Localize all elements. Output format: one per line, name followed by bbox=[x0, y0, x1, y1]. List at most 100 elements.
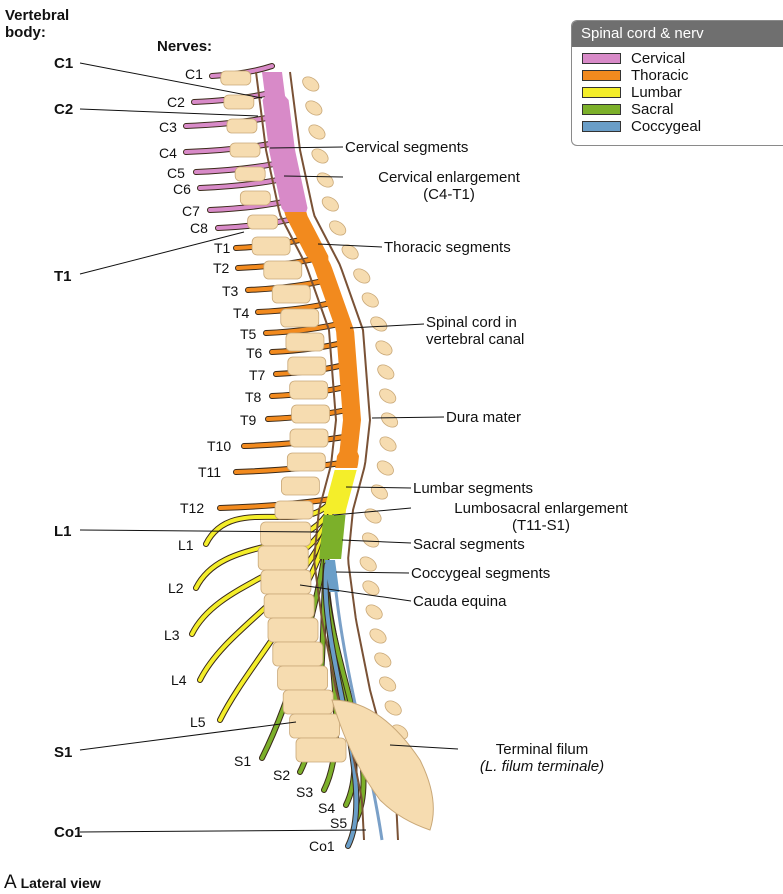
callout-cauda-equina: Cauda equina bbox=[413, 593, 507, 610]
lumbosacral-enlargement-label: Lumbosacral enlargement bbox=[454, 500, 628, 517]
legend-swatch-cervical bbox=[582, 52, 621, 64]
callout-spinal-cord: Spinal cord in vertebral canal bbox=[426, 314, 524, 348]
vertebral-label-c1: C1 bbox=[54, 55, 74, 72]
spinous-process-shape bbox=[384, 700, 402, 716]
nerve-label-co1: Co1 bbox=[309, 838, 335, 854]
nerve-label-s3: S3 bbox=[296, 784, 314, 800]
vertebral-label-c2: C2 bbox=[54, 101, 74, 118]
nerve-label-s4: S4 bbox=[318, 800, 336, 816]
spinous-process-shape bbox=[364, 508, 382, 524]
vertebral-body-shape bbox=[263, 593, 315, 619]
vertebral-body-header: Vertebral body: bbox=[5, 7, 69, 41]
spinous-process-shape bbox=[308, 124, 326, 140]
vertebral-body-shape bbox=[289, 380, 329, 400]
vertebral-label-s1: S1 bbox=[54, 744, 73, 761]
leader-line-13 bbox=[333, 507, 412, 516]
terminal-filum-label: Terminal filum bbox=[495, 741, 589, 758]
leader-line-1 bbox=[79, 62, 263, 99]
legend-item-cervical: Cervical bbox=[582, 50, 783, 67]
vertebral-label-co1: Co1 bbox=[54, 824, 83, 841]
terminal-filum-latin: (L. filum terminale) bbox=[479, 758, 605, 775]
vertebral-body-shape bbox=[226, 118, 258, 134]
legend: Spinal cord & nerv Cervical Thoracic Lum… bbox=[571, 20, 783, 146]
leader-line-15 bbox=[335, 571, 410, 574]
vertebral-body-shape bbox=[247, 214, 279, 230]
vertebral-body-shape bbox=[280, 308, 320, 328]
caption-text: Lateral view bbox=[20, 875, 101, 891]
nerve-label-s5: S5 bbox=[330, 815, 348, 831]
nerve-label-l5: L5 bbox=[190, 714, 206, 730]
vertebral-body-shape bbox=[220, 70, 252, 86]
vertebral-body-shape bbox=[223, 94, 255, 110]
legend-title: Spinal cord & nerv bbox=[572, 21, 783, 47]
spinous-process-shape bbox=[362, 580, 380, 596]
vertebral-body-shape bbox=[286, 452, 326, 472]
sacral-segment-band bbox=[319, 515, 346, 559]
nerve-label-c5: C5 bbox=[167, 165, 185, 181]
callout-terminal-filum: Terminal filum (L. filum terminale) bbox=[460, 741, 624, 775]
spinal-cord-label-line2: vertebral canal bbox=[426, 331, 525, 348]
spinous-process-shape bbox=[370, 316, 388, 332]
legend-swatch-lumbar bbox=[582, 86, 621, 98]
spinous-process-shape bbox=[302, 76, 320, 92]
nerve-label-t4: T4 bbox=[233, 305, 250, 321]
vertebral-body-shape bbox=[289, 428, 329, 448]
vertebral-body-shape bbox=[267, 617, 319, 643]
leader-line-6 bbox=[79, 829, 367, 833]
leader-line-17 bbox=[389, 744, 459, 750]
vertebral-bodies bbox=[220, 70, 434, 831]
nerve-label-l1: L1 bbox=[178, 537, 194, 553]
spinous-process-shape bbox=[365, 604, 383, 620]
nerve-label-l2: L2 bbox=[168, 580, 184, 596]
coccygeal-segment-band bbox=[325, 560, 340, 592]
legend-label-coccygeal: Coccygeal bbox=[631, 118, 702, 135]
nerve-label-c3: C3 bbox=[159, 119, 177, 135]
sacrum-shape bbox=[331, 699, 434, 831]
vertebral-body-shape bbox=[251, 236, 291, 256]
spinous-process-shape bbox=[311, 148, 329, 164]
lumbosacral-range: (T11-S1) bbox=[511, 517, 571, 534]
vertebral-body-shape bbox=[239, 190, 271, 206]
callout-sacral-segments: Sacral segments bbox=[413, 536, 525, 553]
vertebral-body-shape bbox=[257, 545, 309, 571]
callout-thoracic-segments: Thoracic segments bbox=[384, 239, 511, 256]
vertebral-body-shape bbox=[282, 689, 334, 715]
vertebral-header-line2: body: bbox=[5, 24, 46, 41]
nerve-label-t5: T5 bbox=[240, 326, 257, 342]
nerve-label-l3: L3 bbox=[164, 627, 180, 643]
vertebral-body-shape bbox=[234, 166, 266, 182]
nerves-header: Nerves: bbox=[157, 38, 213, 55]
callout-cervical-enlargement: Cervical enlargement (C4-T1) bbox=[345, 169, 553, 203]
vertebral-label-t1: T1 bbox=[54, 268, 72, 285]
nerve-label-c1: C1 bbox=[185, 66, 203, 82]
nerve-label-t7: T7 bbox=[249, 367, 266, 383]
nerve-label-t1: T1 bbox=[214, 240, 231, 256]
leader-line-2 bbox=[79, 108, 259, 117]
nerve-label-t8: T8 bbox=[245, 389, 262, 405]
callout-lumbosacral-enlargement: Lumbosacral enlargement (T11-S1) bbox=[413, 500, 669, 534]
leader-line-7 bbox=[269, 146, 344, 149]
spinous-process-shape bbox=[369, 628, 387, 644]
leader-lines bbox=[79, 62, 459, 833]
spinous-process-shape bbox=[341, 244, 359, 260]
caption-letter: A bbox=[4, 872, 17, 893]
spinous-process-shape bbox=[379, 436, 397, 452]
vertebral-label-l1: L1 bbox=[54, 523, 72, 540]
leader-line-5 bbox=[79, 721, 297, 751]
nerve-label-c4: C4 bbox=[159, 145, 177, 161]
nerve-label-t9: T9 bbox=[240, 412, 257, 428]
dura-mater-posterior-line bbox=[289, 71, 399, 841]
spinous-process-shape bbox=[362, 532, 380, 548]
legend-swatch-sacral bbox=[582, 103, 621, 115]
spinous-process-shape bbox=[375, 340, 393, 356]
leader-line-16 bbox=[299, 584, 412, 602]
spinous-process-shape bbox=[379, 676, 397, 692]
legend-label-sacral: Sacral bbox=[631, 101, 674, 118]
leader-line-4 bbox=[79, 529, 319, 533]
nerve-label-t3: T3 bbox=[222, 283, 239, 299]
spinous-process-shape bbox=[353, 268, 371, 284]
figure-caption: A Lateral view bbox=[4, 872, 101, 894]
nerve-label-c8: C8 bbox=[190, 220, 208, 236]
legend-swatch-thoracic bbox=[582, 69, 621, 81]
cervical-enlargement-label: Cervical enlargement bbox=[378, 169, 520, 186]
